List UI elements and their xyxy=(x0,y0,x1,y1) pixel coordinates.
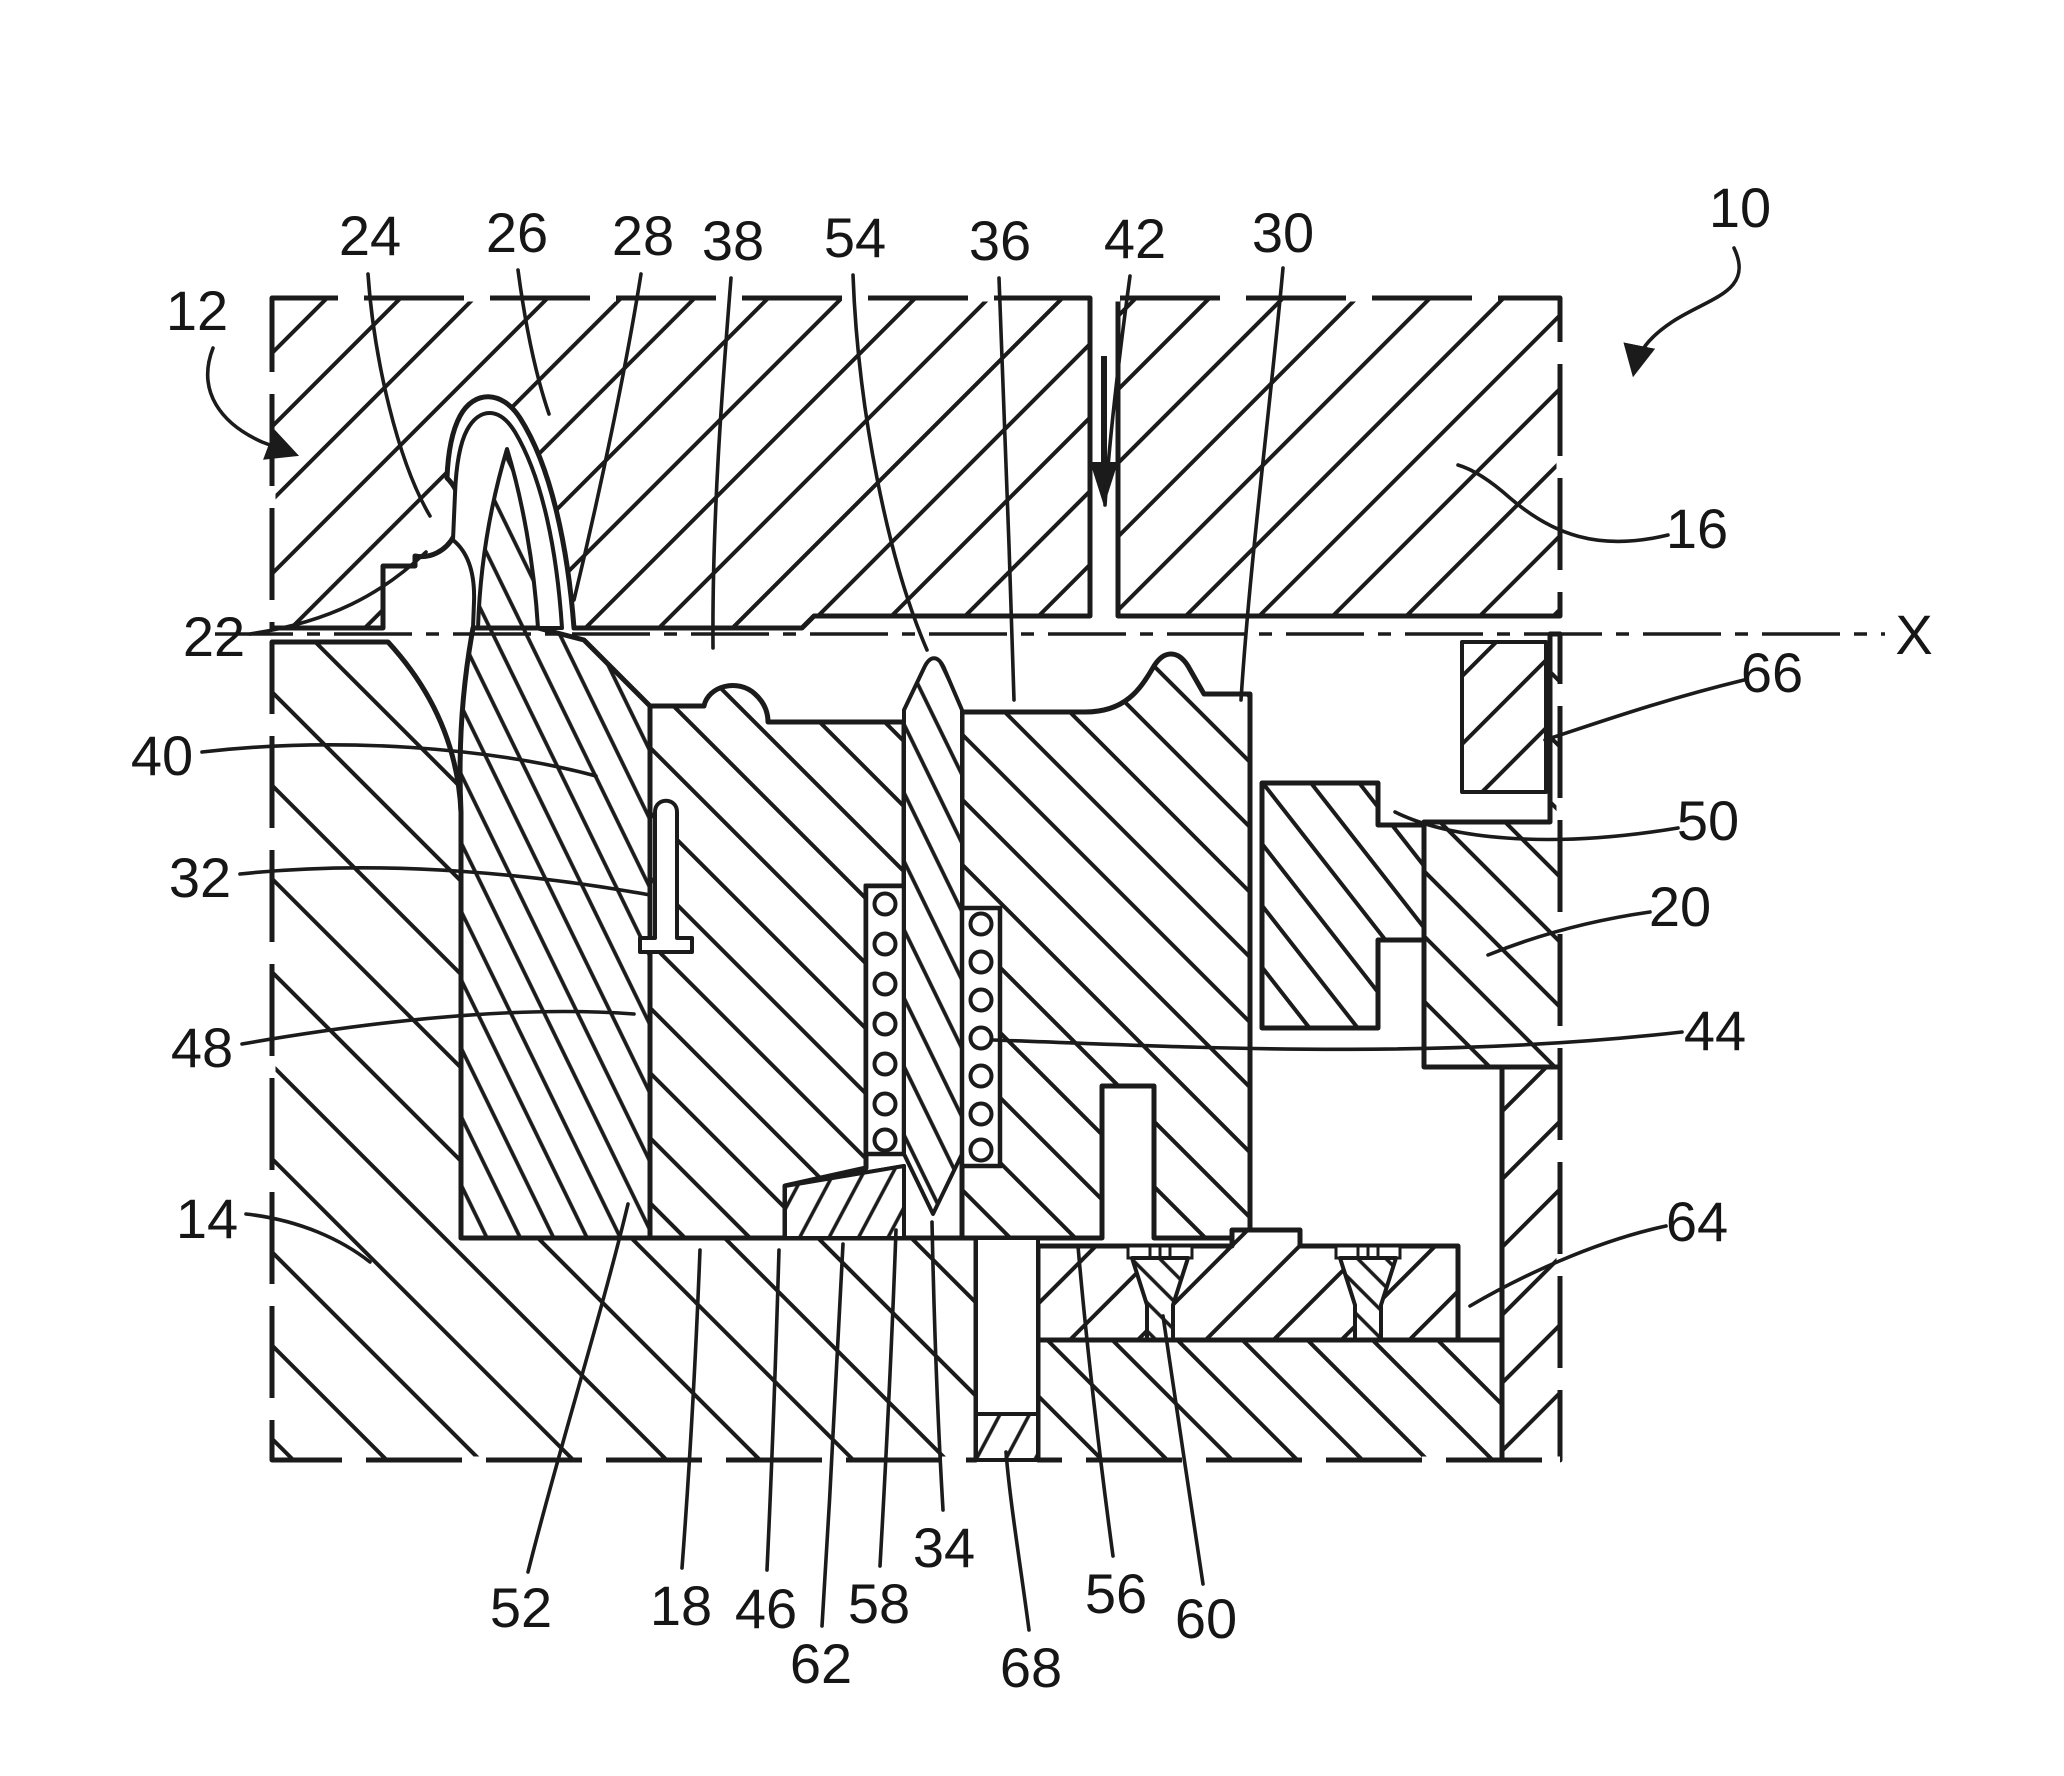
leader-68 xyxy=(1004,1450,1031,1632)
ref-label-40: 40 xyxy=(131,724,193,787)
leader-26 xyxy=(516,268,551,416)
leader-18 xyxy=(680,1248,702,1570)
leader-60 xyxy=(1161,1314,1205,1586)
leader-40 xyxy=(200,743,598,778)
leader-58 xyxy=(878,1228,898,1568)
leader-32 xyxy=(238,866,652,897)
leader-22 xyxy=(248,550,428,636)
ref-label-66: 66 xyxy=(1741,641,1803,704)
upper-die-right-section xyxy=(1115,295,1563,619)
leader-28 xyxy=(572,272,643,602)
ref-label-32: 32 xyxy=(169,846,231,909)
ref-label-62: 62 xyxy=(790,1632,852,1695)
left-strip-holes xyxy=(872,891,898,1153)
ref-label-38: 38 xyxy=(702,209,764,272)
ref-label-50: 50 xyxy=(1677,789,1739,852)
leader-38 xyxy=(711,276,733,650)
leader-46 xyxy=(765,1248,781,1572)
ref-label-68: 68 xyxy=(1000,1636,1062,1699)
leader-30 xyxy=(1239,266,1285,702)
ref-label-36: 36 xyxy=(969,209,1031,272)
ref-label-46: 46 xyxy=(735,1577,797,1640)
ref-label-24: 24 xyxy=(339,204,401,267)
ref-label-28: 28 xyxy=(612,204,674,267)
ref-label-12: 12 xyxy=(166,279,228,342)
reference-numerals: 10 12 14 16 18 20 22 24 26 28 30 32 34 3… xyxy=(131,176,1933,1699)
right-strip-holes xyxy=(968,911,994,1163)
leader-10 xyxy=(1623,246,1741,378)
ref-label-52: 52 xyxy=(490,1576,552,1639)
upper-die-block xyxy=(269,295,1563,631)
ref-label-54: 54 xyxy=(824,206,886,269)
axis-label-x: X xyxy=(1895,603,1932,666)
leader-62 xyxy=(820,1242,845,1628)
leader-12 xyxy=(206,346,300,460)
leader-24 xyxy=(366,272,432,518)
ref-label-30: 30 xyxy=(1252,201,1314,264)
ref-label-26: 26 xyxy=(486,201,548,264)
leader-44 xyxy=(990,1030,1684,1052)
gib-wedge xyxy=(783,1164,906,1240)
leader-36 xyxy=(997,276,1016,702)
flow-arrow-down-icon xyxy=(1090,356,1118,506)
stepped-block xyxy=(1259,780,1427,1031)
screw-socket-icon xyxy=(1356,1247,1380,1257)
ref-label-34: 34 xyxy=(913,1516,975,1579)
phantom-border-breaks xyxy=(268,294,1564,1464)
leader-42 xyxy=(1103,274,1132,507)
leader-20 xyxy=(1486,910,1652,957)
leader-66 xyxy=(1543,678,1746,742)
ref-label-10: 10 xyxy=(1709,176,1771,239)
ref-label-44: 44 xyxy=(1684,999,1746,1062)
ref-label-16: 16 xyxy=(1666,497,1728,560)
leader-48 xyxy=(240,1009,636,1046)
leader-50 xyxy=(1393,810,1680,842)
leader-54 xyxy=(851,273,929,652)
perforated-guide-strips xyxy=(863,656,1003,1216)
leader-56 xyxy=(1076,1244,1115,1558)
ref-label-42: 42 xyxy=(1104,207,1166,270)
ref-label-20: 20 xyxy=(1649,875,1711,938)
ref-label-56: 56 xyxy=(1085,1562,1147,1625)
recess-insert xyxy=(1460,640,1548,794)
ref-label-14: 14 xyxy=(176,1187,238,1250)
base-block xyxy=(1035,1337,1505,1463)
t-slot xyxy=(638,798,694,954)
ref-label-58: 58 xyxy=(848,1572,910,1635)
wedge-insert xyxy=(457,625,653,1241)
centre-blade xyxy=(902,656,964,1216)
ref-label-64: 64 xyxy=(1666,1190,1728,1253)
screw-socket-icon xyxy=(1148,1247,1172,1257)
leader-14 xyxy=(244,1212,372,1264)
upper-die-left-section xyxy=(269,295,1093,631)
ref-label-18: 18 xyxy=(650,1574,712,1637)
leader-64 xyxy=(1468,1224,1668,1308)
ref-label-48: 48 xyxy=(171,1016,233,1079)
leader-52 xyxy=(526,1202,630,1574)
right-centre-block xyxy=(959,651,1253,1241)
ref-label-60: 60 xyxy=(1175,1587,1237,1650)
leader-lines xyxy=(200,246,1746,1632)
leader-34 xyxy=(930,1220,945,1512)
leader-16 xyxy=(1456,463,1670,544)
ref-label-22: 22 xyxy=(183,605,245,668)
